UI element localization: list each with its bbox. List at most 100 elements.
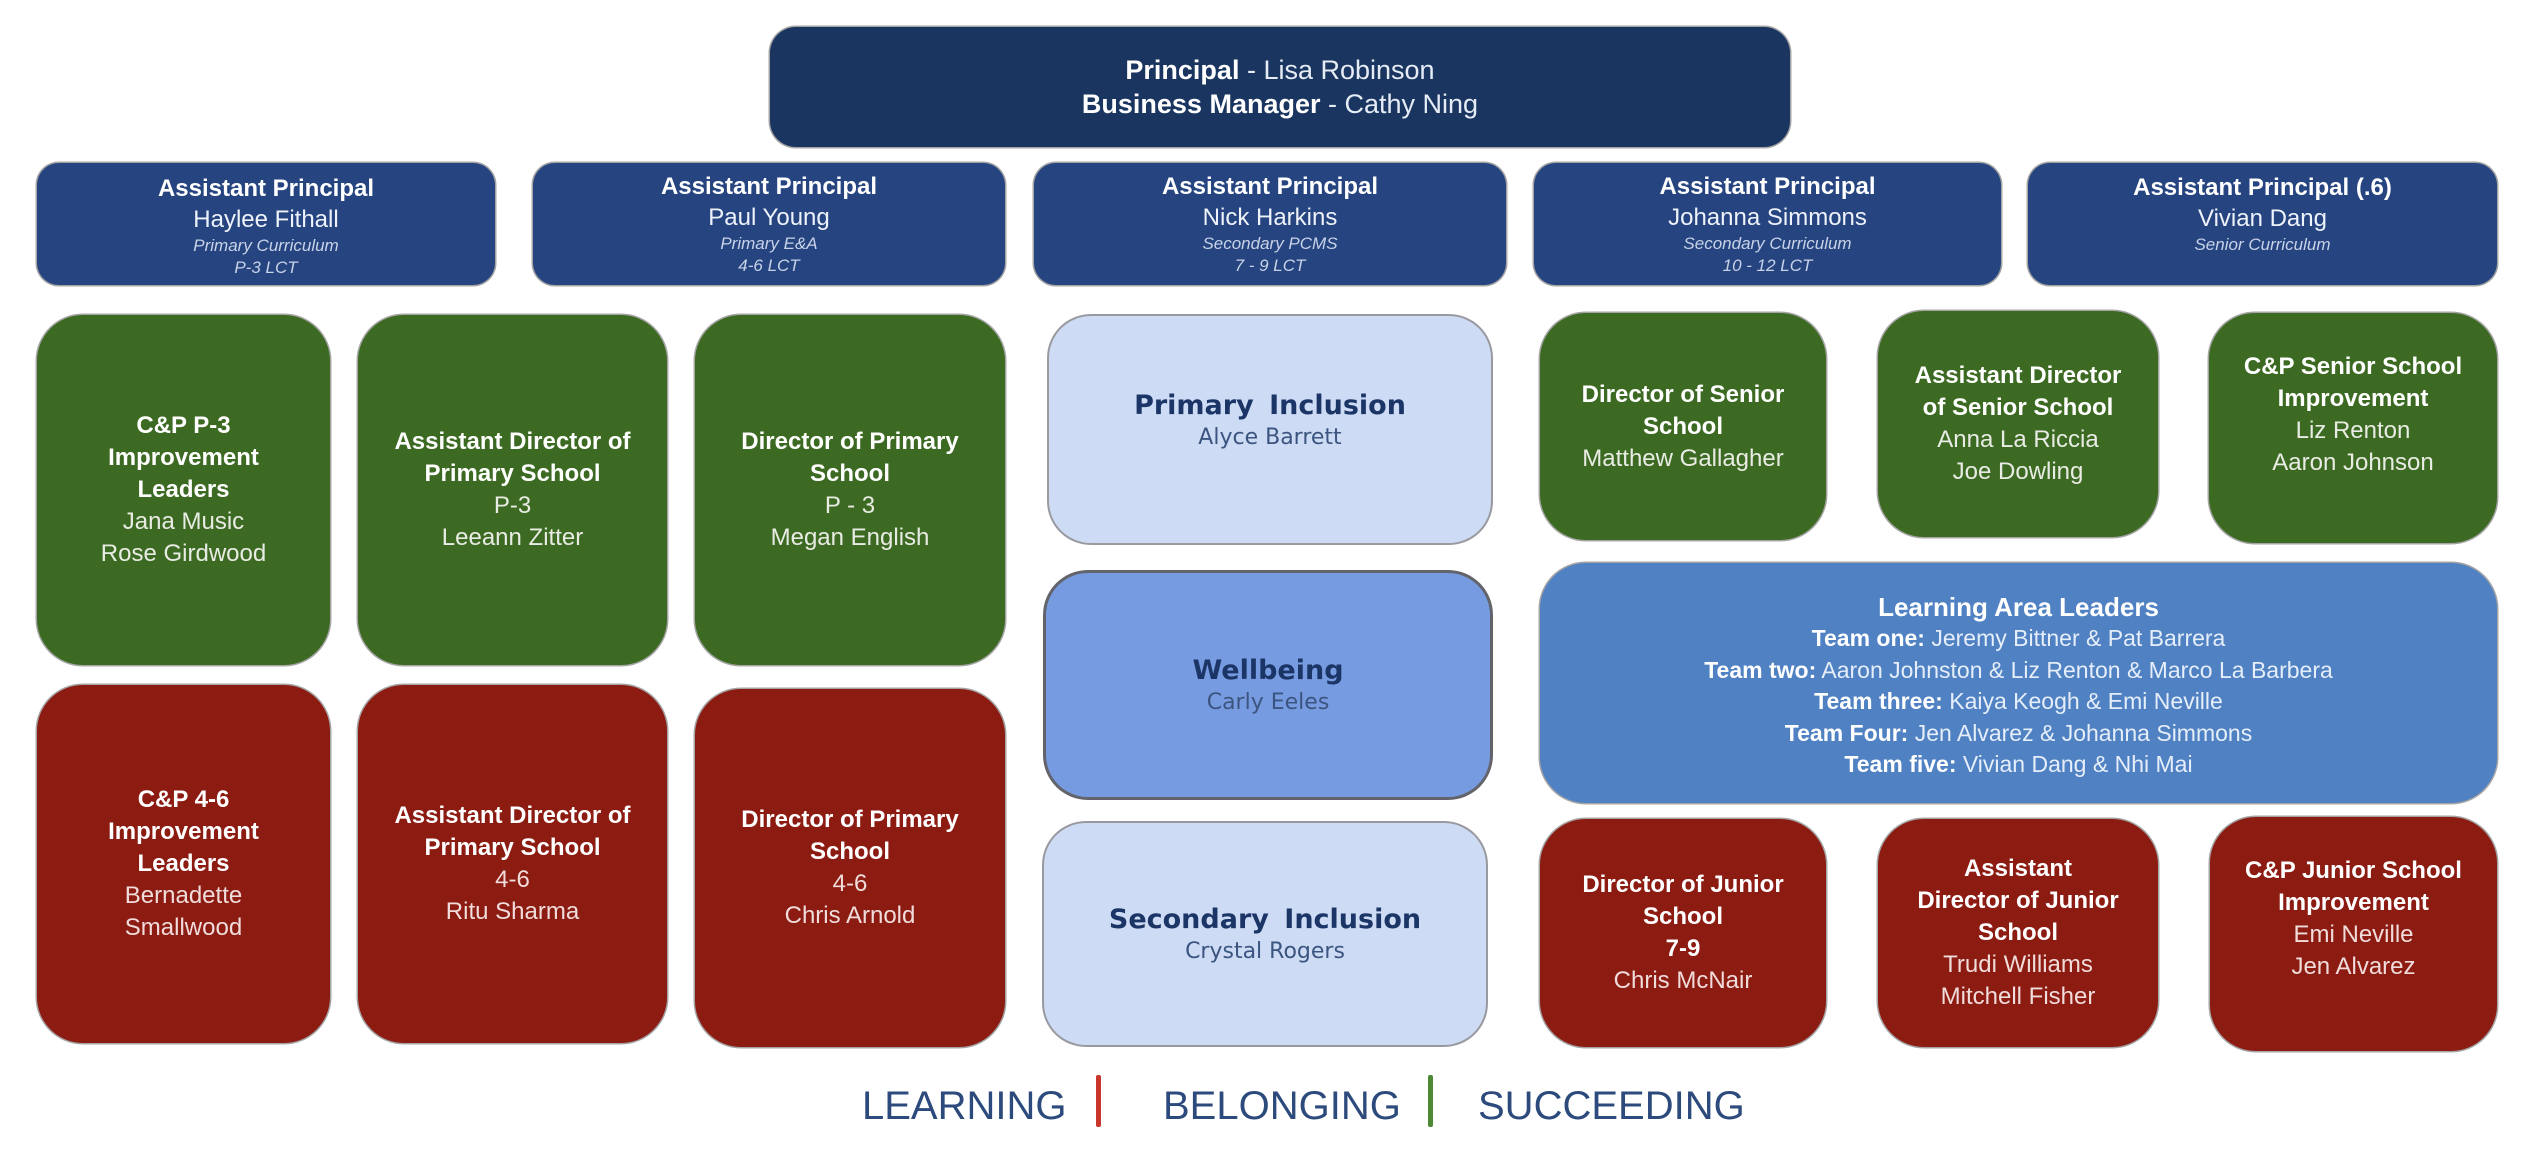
assistant-principal-box: Assistant Principal Haylee Fithall Prima…: [37, 163, 495, 285]
separator: -: [1239, 55, 1264, 85]
role-box-cp-senior: C&P Senior School Improvement Liz Renton…: [2209, 313, 2497, 543]
business-manager-line: Business Manager - Cathy Ning: [1082, 87, 1478, 121]
team-label: Team three:: [1814, 688, 1943, 715]
role-person: Jen Alvarez: [2291, 953, 2416, 980]
role-title: Assistant Director of Senior School: [1914, 362, 2122, 421]
role-box-cp-junior: C&P Junior School Improvement Emi Nevill…: [2210, 817, 2497, 1051]
secondary-inclusion-box: Secondary Inclusion Crystal Rogers: [1044, 823, 1486, 1045]
assistant-principal-box: Assistant Principal Paul Young Primary E…: [533, 163, 1005, 285]
ap-title: Assistant Principal: [157, 175, 375, 202]
principal-line: Principal - Lisa Robinson: [1125, 53, 1434, 87]
team-members: Vivian Dang & Nhi Mai: [1962, 751, 2193, 778]
ap-scope: P-3 LCT: [234, 258, 298, 277]
assistant-principal-box: Assistant Principal Nick Harkins Seconda…: [1034, 163, 1506, 285]
role-person: Chris Arnold: [784, 902, 916, 929]
ap-name: Haylee Fithall: [193, 206, 339, 233]
team-members: Kaiya Keogh & Emi Neville: [1949, 688, 2223, 715]
learning-area-leaders-box: Learning Area Leaders Team one: Jeremy B…: [1540, 563, 2497, 803]
role-person: Leeann Zitter: [441, 524, 584, 551]
role-scope: 4-6: [832, 870, 868, 897]
role-box-director-primary-p3: Director of Primary School P - 3 Megan E…: [695, 315, 1005, 665]
role-person: Smallwood: [124, 914, 243, 941]
ap-name: Nick Harkins: [1202, 204, 1338, 231]
team-row: Team five: Vivian Dang & Nhi Mai: [1844, 749, 2192, 781]
role-title: Assistant Director of Primary School: [394, 802, 631, 861]
role-box-assistant-director-senior: Assistant Director of Senior School Anna…: [1878, 311, 2158, 537]
manager-name: Cathy Ning: [1344, 89, 1479, 119]
footer-belonging: BELONGING: [1163, 1084, 1401, 1128]
team-label: Team one:: [1811, 625, 1925, 652]
ap-scope: 10 - 12 LCT: [1722, 256, 1813, 275]
principal-title: Principal: [1125, 55, 1240, 85]
role-title: Secondary Inclusion: [1108, 904, 1422, 935]
ap-role: Primary Curriculum: [193, 236, 339, 255]
role-person: Carly Eeles: [1206, 690, 1330, 715]
role-person: Bernadette: [124, 882, 243, 909]
role-title: Director of Senior School: [1581, 380, 1785, 440]
role-person: Joe Dowling: [1952, 458, 2084, 485]
ap-title: Assistant Principal: [660, 173, 878, 200]
role-person: Crystal Rogers: [1185, 939, 1345, 964]
role-person: Emi Neville: [2293, 921, 2414, 948]
wellbeing-box: Wellbeing Carly Eeles: [1046, 573, 1490, 797]
role-person: Trudi Williams: [1943, 951, 2093, 978]
ap-title: Assistant Principal: [1659, 173, 1876, 200]
assistant-principal-box: Assistant Principal (.6) Vivian Dang Sen…: [2028, 163, 2497, 285]
role-title: C&P Senior School Improvement: [2243, 353, 2463, 412]
role-box-director-senior: Director of Senior School Matthew Gallag…: [1540, 313, 1826, 540]
role-person: Mitchell Fisher: [1940, 983, 2096, 1010]
ap-role: Senior Curriculum: [2194, 235, 2331, 254]
role-title: C&P Junior School Improvement: [2245, 857, 2462, 916]
role-box-director-primary-46: Director of Primary School 4-6 Chris Arn…: [695, 689, 1005, 1047]
role-title: Wellbeing: [1192, 655, 1344, 686]
role-person: Rose Girdwood: [100, 540, 267, 567]
footer-divider-red: [1096, 1075, 1101, 1127]
role-box-cp-46: C&P 4-6 Improvement Leaders Bernadette S…: [37, 685, 330, 1043]
principal-name: Lisa Robinson: [1263, 55, 1435, 85]
ap-name: Paul Young: [708, 204, 830, 231]
role-box-cp-p3: C&P P-3 Improvement Leaders Jana Music R…: [37, 315, 330, 665]
role-title: Primary Inclusion: [1134, 389, 1406, 421]
role-title: Assistant Director of Junior School: [1917, 855, 2119, 946]
ap-scope: 4-6 LCT: [738, 256, 800, 275]
team-members: Jeremy Bittner & Pat Barrera: [1931, 625, 2226, 652]
footer-divider-green: [1428, 1075, 1433, 1127]
team-label: Team two:: [1704, 656, 1817, 683]
role-person: Ritu Sharma: [445, 898, 580, 925]
footer-succeeding: SUCCEEDING: [1478, 1084, 1745, 1128]
ap-role: Secondary Curriculum: [1683, 234, 1852, 253]
ap-name: Vivian Dang: [2198, 205, 2327, 232]
lal-title: Learning Area Leaders: [1878, 592, 2159, 623]
role-scope: 7-9: [1665, 935, 1701, 962]
primary-inclusion-box: Primary Inclusion Alyce Barrett: [1049, 316, 1491, 543]
team-members: Jen Alvarez & Johanna Simmons: [1914, 719, 2253, 746]
footer-learning: LEARNING: [862, 1084, 1067, 1128]
role-person: Anna La Riccia: [1937, 426, 2099, 453]
role-box-assistant-director-junior: Assistant Director of Junior School Trud…: [1878, 819, 2158, 1047]
role-title: Director of Junior School: [1582, 871, 1784, 930]
role-person: Alyce Barrett: [1198, 424, 1342, 450]
team-members: Aaron Johnston & Liz Renton & Marco La B…: [1821, 656, 2333, 683]
role-scope: P - 3: [824, 492, 876, 519]
ap-role: Secondary PCMS: [1202, 234, 1338, 253]
role-box-assistant-director-primary-p3: Assistant Director of Primary School P-3…: [358, 315, 667, 665]
role-person: Aaron Johnson: [2272, 449, 2434, 476]
role-person: Matthew Gallagher: [1582, 444, 1784, 472]
role-title: C&P 4-6 Improvement Leaders: [108, 786, 259, 877]
separator: -: [1320, 89, 1345, 119]
ap-scope: 7 - 9 LCT: [1234, 256, 1306, 275]
role-person: Jana Music: [122, 508, 245, 535]
team-row: Team two: Aaron Johnston & Liz Renton & …: [1704, 655, 2333, 687]
ap-role: Primary E&A: [720, 234, 818, 253]
role-person: Liz Renton: [2295, 417, 2411, 444]
role-title: Director of Primary School: [741, 428, 959, 487]
role-scope: P-3: [493, 492, 532, 519]
role-person: Chris McNair: [1613, 967, 1753, 994]
team-label: Team five:: [1844, 751, 1957, 778]
role-scope: 4-6: [495, 866, 530, 893]
role-box-director-junior: Director of Junior School 7-9 Chris McNa…: [1540, 819, 1826, 1047]
team-row: Team three: Kaiya Keogh & Emi Neville: [1814, 686, 2223, 718]
manager-title: Business Manager: [1081, 89, 1321, 119]
team-label: Team Four:: [1784, 719, 1909, 746]
principal-box: Principal - Lisa Robinson Business Manag…: [770, 27, 1790, 147]
